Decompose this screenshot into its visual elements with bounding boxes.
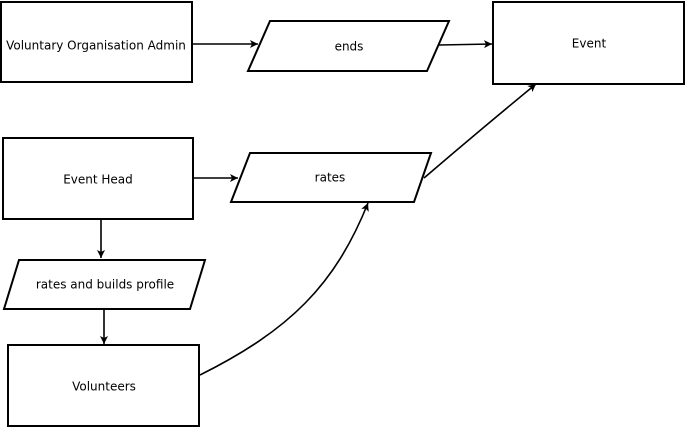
edges (97, 40, 537, 376)
edge-ends-to-event (438, 40, 493, 49)
node-label: Event Head (63, 173, 133, 187)
node-label: rates (315, 171, 346, 185)
node-label: Voluntary Organisation Admin (6, 39, 186, 53)
node-ends: ends (246, 20, 451, 72)
node-event-head: Event Head (2, 137, 194, 220)
node-event: Event (492, 1, 685, 85)
node-label: Event (572, 37, 607, 51)
node-label: ends (335, 40, 364, 54)
edge-volunteers-to-rates (199, 202, 369, 376)
node-rates: rates (229, 152, 433, 203)
node-rates-and-builds-profile: rates and builds profile (2, 259, 207, 310)
node-voluntary-organisation-admin: Voluntary Organisation Admin (0, 1, 193, 83)
edge-rates-to-event (423, 83, 537, 179)
node-label: rates and builds profile (36, 278, 174, 292)
node-label: Volunteers (72, 380, 136, 394)
node-volunteers: Volunteers (7, 344, 200, 427)
